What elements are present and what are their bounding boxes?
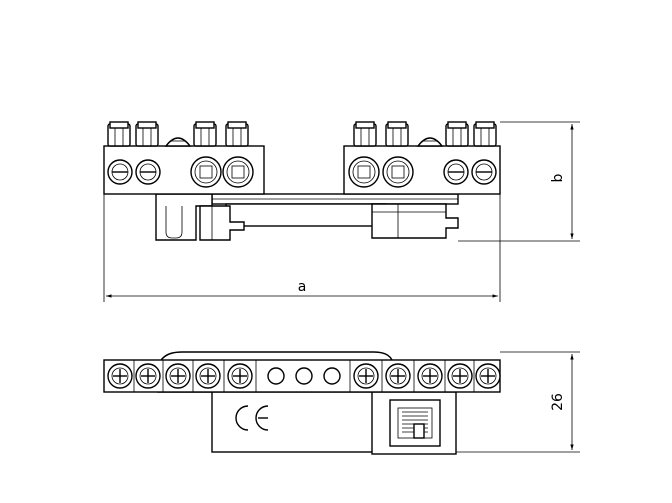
screw-head (353, 121, 377, 147)
terminal-hole (443, 159, 469, 185)
terminal-hole (348, 156, 380, 188)
empty-hole (295, 367, 313, 385)
phillips-screw-icon (135, 363, 161, 389)
left-mounting-foot (155, 193, 245, 241)
terminal-hole (135, 159, 161, 185)
right-mounting-foot (371, 203, 459, 239)
phillips-screw-icon (447, 363, 473, 389)
rail-channel (225, 203, 387, 227)
phillips-screw-icon (227, 363, 253, 389)
screw-head (135, 121, 159, 147)
rail-clip (389, 399, 441, 447)
terminal-hole (222, 156, 254, 188)
screw-head (473, 121, 497, 147)
phillips-screw-icon (385, 363, 411, 389)
screw-dome (416, 137, 444, 147)
phillips-screw-icon (417, 363, 443, 389)
phillips-screw-icon (195, 363, 221, 389)
screw-head (225, 121, 249, 147)
dimension-26: 26 (456, 351, 580, 453)
dimension-a: a (103, 194, 501, 302)
empty-hole (267, 367, 285, 385)
screw-head (193, 121, 217, 147)
dimension-a-label: a (298, 279, 307, 295)
terminal-hole (107, 159, 133, 185)
screw-head (385, 121, 409, 147)
screw-head (107, 121, 131, 147)
right-terminal-block (343, 121, 501, 195)
plan-view (103, 351, 501, 455)
terminal-hole (382, 156, 414, 188)
phillips-screw-icon (353, 363, 379, 389)
dimension-b: b (458, 121, 580, 242)
terminal-hole (471, 159, 497, 185)
phillips-screw-icon (475, 363, 501, 389)
dimension-26-label: 26 (550, 393, 566, 411)
front-view (103, 121, 501, 241)
ce-mark-icon (235, 405, 269, 431)
screw-head (445, 121, 469, 147)
phillips-screw-icon (165, 363, 191, 389)
lower-body (211, 391, 387, 453)
empty-hole (323, 367, 341, 385)
dimension-b-label: b (550, 173, 566, 182)
phillips-screw-icon (107, 363, 133, 389)
terminal-hole (190, 156, 222, 188)
left-terminal-block (103, 121, 265, 195)
screw-dome (164, 137, 192, 147)
